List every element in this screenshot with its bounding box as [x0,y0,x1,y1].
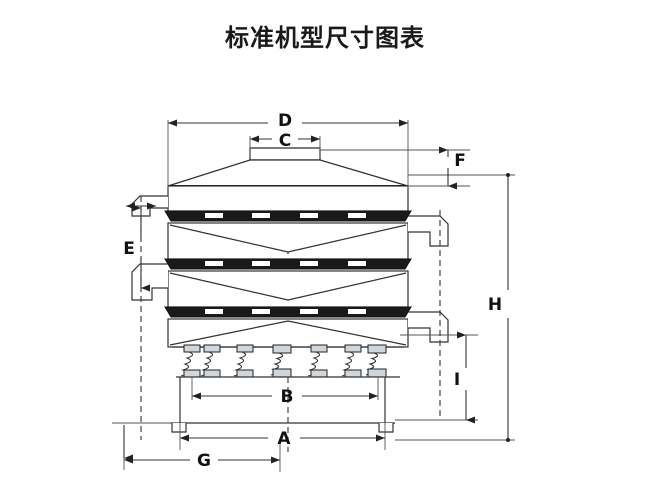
discharge-spout-left-lower [131,263,168,301]
discharge-spout-right-upper [408,215,449,247]
dimension-label-D: D [278,111,292,131]
spring [341,344,362,378]
dimension-label-B: B [281,387,294,407]
dimension-label-E: E [123,239,135,259]
screen-frame-1 [164,210,412,222]
dimension-label-F: F [454,151,466,171]
witness-lines [112,120,515,472]
dimension-label-G: G [197,451,211,471]
deck-3-shell [167,270,409,308]
deck-1-shell [167,185,409,212]
spring [307,344,328,378]
dimension-label-H: H [488,295,502,315]
spring [200,344,221,378]
dimension-label-C: C [279,131,291,151]
deck-2-shell [167,222,409,260]
top-cover [167,159,409,187]
dimension-label-A: A [277,429,291,449]
screen-frame-2 [164,258,412,270]
spring [270,344,292,378]
dimension-label-I: I [454,370,460,390]
dimension-labels: D C F H E I B A G [123,111,502,471]
screen-frame-3 [164,306,412,318]
bottom-collector [167,318,409,348]
dimension-lines [123,119,510,464]
base-frame [170,377,395,433]
page-title: 标准机型尺寸图表 [225,24,425,52]
machine-body [164,147,412,348]
spring-assembly [176,344,400,378]
spring [365,344,387,378]
spring [233,344,254,378]
discharge-spout-right-lower [408,311,449,343]
spring [180,344,201,378]
